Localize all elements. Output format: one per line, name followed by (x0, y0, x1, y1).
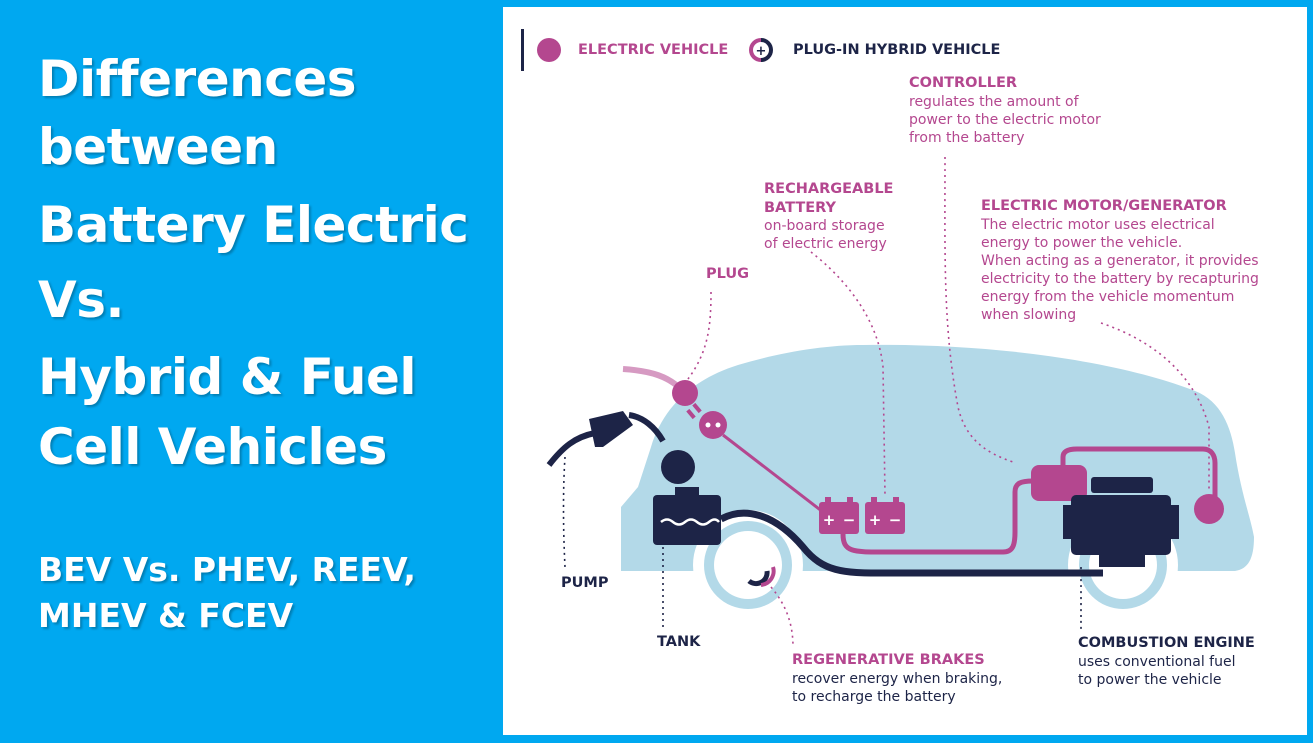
svg-text:+: + (869, 511, 882, 529)
brake-arc-navy (747, 570, 770, 587)
motor-desc-5: energy from the vehicle momentum (981, 289, 1235, 305)
title-line-6: Cell Vehicles (38, 418, 387, 476)
title-line-2: between (38, 118, 278, 176)
brakes-desc-1: recover energy when braking, (792, 671, 1003, 687)
motor-desc-6: when slowing (981, 307, 1077, 323)
fuel-line (719, 509, 1103, 577)
engine-heading: COMBUSTION ENGINE (1078, 635, 1255, 651)
battery-heading-1: RECHARGEABLE (764, 181, 894, 197)
svg-text:−: − (889, 511, 902, 529)
controller-desc-2: power to the electric motor (909, 112, 1101, 128)
brakes-heading: REGENERATIVE BRAKES (792, 652, 985, 668)
charge-wire (722, 433, 824, 514)
battery-icon-1: + − (819, 497, 859, 534)
controller-icon (1031, 465, 1087, 501)
svg-text:+: + (756, 44, 767, 59)
brake-arc-magenta (760, 566, 776, 587)
socket-icon (699, 411, 727, 439)
fuel-tank-icon (653, 487, 721, 545)
engine-desc-1: uses conventional fuel (1078, 654, 1236, 670)
title-line-4: Vs. (38, 271, 124, 329)
motor-generator-icon (1194, 494, 1224, 524)
title-panel: Differences between Battery Electric Vs.… (0, 0, 500, 743)
fuel-cap-icon (661, 450, 695, 484)
battery-desc-1: on-board storage (764, 218, 885, 234)
plug-heading: PLUG (706, 266, 750, 282)
motor-desc-3: When acting as a generator, it provides (981, 253, 1259, 269)
legend-plugin-label: PLUG-IN HYBRID VEHICLE (793, 42, 1001, 58)
leader-lines (562, 156, 1210, 648)
plug-icon (672, 380, 702, 420)
legend-divider (521, 29, 524, 71)
battery-icon-2: + − (865, 497, 905, 534)
tank-heading: TANK (657, 634, 701, 650)
svg-text:−: − (843, 511, 856, 529)
battery-desc-2: of electric energy (764, 236, 887, 252)
motor-cable (1060, 446, 1218, 497)
controller-desc-3: from the battery (909, 130, 1025, 146)
fuel-nozzle-icon (546, 411, 666, 467)
legend-electric-label: ELECTRIC VEHICLE (578, 42, 729, 58)
motor-desc-1: The electric motor uses electrical (981, 217, 1215, 233)
motor-desc-4: electricity to the battery by recapturin… (981, 271, 1259, 287)
brakes-desc-2: to recharge the battery (792, 689, 956, 705)
controller-heading: CONTROLLER (909, 75, 1018, 91)
power-cable (840, 478, 1034, 555)
subtitle-line-2: MHEV & FCEV (38, 596, 294, 635)
diagram-panel: + (503, 7, 1307, 735)
title-line-5: Hybrid & Fuel (38, 348, 417, 406)
subtitle-line-1: BEV Vs. PHEV, REEV, (38, 550, 416, 589)
pump-heading: PUMP (561, 575, 609, 591)
legend-plugin-icon: + (749, 38, 773, 62)
title-line-1: Differences (38, 50, 357, 108)
plug-cable (622, 366, 684, 392)
engine-icon (1063, 477, 1179, 567)
legend-electric-dot (537, 38, 561, 62)
title-line-3: Battery Electric (38, 196, 469, 254)
svg-text:+: + (823, 511, 836, 529)
engine-desc-2: to power the vehicle (1078, 672, 1222, 688)
controller-desc-1: regulates the amount of (909, 94, 1079, 110)
car-diagram: + (521, 29, 1254, 648)
motor-heading: ELECTRIC MOTOR/GENERATOR (981, 198, 1227, 214)
battery-heading-2: BATTERY (764, 200, 837, 216)
motor-desc-2: energy to power the vehicle. (981, 235, 1183, 251)
